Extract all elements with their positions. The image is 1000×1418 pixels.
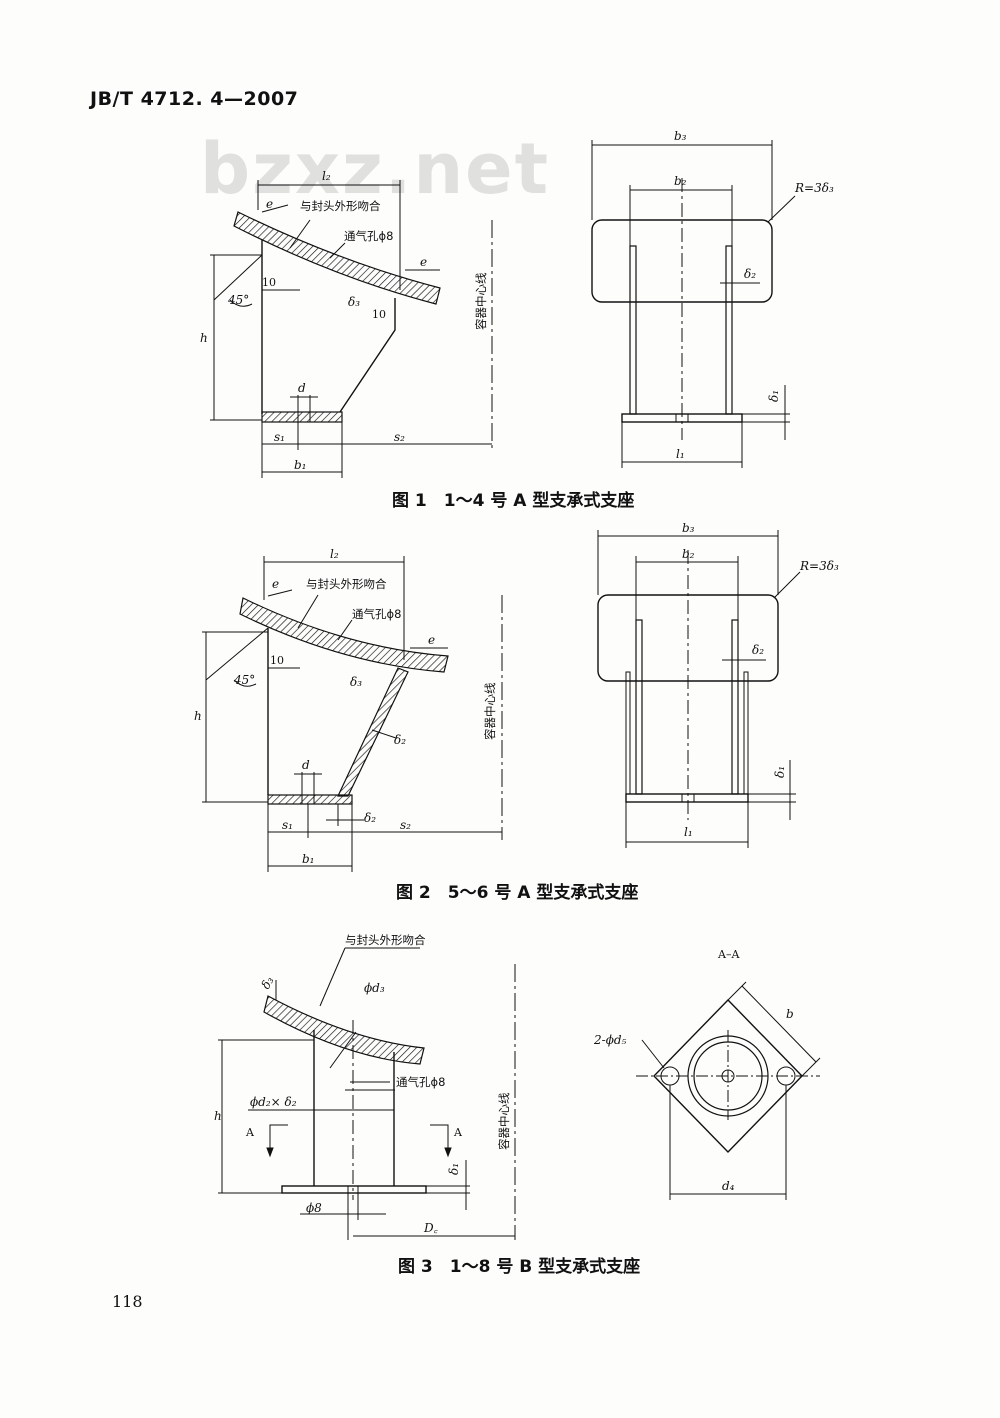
figure1-labels-delta1-label: δ₁ — [767, 390, 781, 402]
figure1-caption: 图 1 1～4 号 A 型支承式支座 — [392, 491, 635, 511]
figure2-labels-delta2b-label: δ₂ — [364, 811, 376, 825]
figure1-side-view — [210, 180, 493, 478]
figure2-side-view — [202, 556, 503, 872]
figure2-labels-fit-label: 与封头外形吻合 — [306, 577, 387, 591]
figure2-front-view — [597, 530, 801, 848]
figure3-labels-dc-label: D꜀ — [423, 1221, 439, 1235]
figure2-labels-s2-label: s₂ — [400, 818, 411, 832]
figure3-section-labels: A–A 2-ϕd₅ b d₄ — [593, 948, 794, 1193]
figure2-labels-delta1-label: δ₁ — [773, 766, 787, 778]
figure2-labels-d-label: d — [302, 758, 310, 772]
figure1-labels-h-label: h — [200, 331, 208, 345]
figure1-labels-fit-label: 与封头外形吻合 — [300, 199, 381, 213]
figure3-labels-h-label: h — [214, 1109, 222, 1123]
figure1-labels-delta3-label: δ₃ — [348, 295, 360, 309]
figure3-labels-holes-label: 2-ϕd₅ — [593, 1033, 627, 1047]
figure1-labels-e2-label: e — [420, 255, 427, 269]
figure3-labels-b-label: b — [786, 1007, 794, 1021]
figure1-labels-delta2-label: δ₂ — [744, 267, 756, 281]
figure1-labels-radius-label: R=3δ₃ — [794, 181, 834, 195]
figure2-labels-b1-label: b₁ — [302, 852, 315, 866]
figure1-labels-l1-label: l₁ — [676, 447, 685, 461]
figure3-labels-center-label: 容器中心线 — [497, 1092, 511, 1150]
figure2-labels-delta2r-label: δ₂ — [752, 643, 764, 657]
figure1-labels-center-label: 容器中心线 — [474, 272, 488, 330]
figure1-labels-angle-label: 45° — [227, 293, 249, 307]
figure2-labels-vent-label: 通气孔ϕ8 — [352, 607, 401, 621]
figure2-caption: 图 2 5～6 号 A 型支承式支座 — [396, 883, 639, 903]
figure3-labels-phi8-label: ϕ8 — [306, 1201, 322, 1215]
figure1-labels-e1-label: e — [266, 197, 273, 211]
figure1-labels-d-label: d — [298, 381, 306, 395]
figure1-labels-l2-label: l₂ — [322, 169, 331, 183]
figure3-caption: 图 3 1～8 号 B 型支承式支座 — [398, 1257, 641, 1277]
standard-code: JB/T 4712. 4—2007 — [90, 88, 299, 110]
figure1-labels-b2-label: b₂ — [674, 174, 687, 188]
figure3-labels-pipe-label: ϕd₂× δ₂ — [250, 1095, 297, 1109]
figure3-section-view — [636, 981, 821, 1200]
figure1-labels-s2-label: s₂ — [394, 430, 405, 444]
figure2-labels-ten1-label: 10 — [270, 654, 284, 667]
figure1-labels-s1-label: s₁ — [274, 430, 285, 444]
figure3-labels-delta3-label: δ₃ — [258, 974, 276, 992]
figure2-labels-h-label: h — [194, 709, 202, 723]
figure1-labels-b1-label: b₁ — [294, 458, 307, 472]
figure2-labels-delta2-label: δ₂ — [394, 733, 406, 747]
figure3-labels-d3-label: ϕd₃ — [364, 981, 385, 995]
figure2-labels-radius-label: R=3δ₃ — [799, 559, 839, 573]
figure1-labels-vent-label: 通气孔ϕ8 — [344, 229, 393, 243]
figure1-front-labels: b₃ b₂ R=3δ₃ δ₂ δ₁ l₁ — [674, 129, 834, 461]
figure2-labels-b2-label: b₂ — [682, 547, 695, 561]
figure2-labels-l1-label: l₁ — [684, 825, 693, 839]
figure3-labels-d4-label: d₄ — [722, 1179, 735, 1193]
figure2-labels-s1-label: s₁ — [282, 818, 293, 832]
page-number: 118 — [112, 1292, 143, 1311]
figure3-labels-vent-label: 通气孔ϕ8 — [396, 1075, 445, 1089]
figure2-labels-e1-label: e — [272, 577, 279, 591]
figure1-labels-ten1-label: 10 — [262, 276, 276, 289]
figure2-labels-angle-label: 45° — [233, 673, 255, 687]
figure1-labels-b3-label: b₃ — [674, 129, 687, 143]
figure2-labels-l2-label: l₂ — [330, 547, 339, 561]
figure2-labels-center-label: 容器中心线 — [483, 682, 497, 740]
figure2-side-labels: l₂ e 与封头外形吻合 通气孔ϕ8 e 10 45° δ₃ δ₂ h d δ₂… — [194, 547, 497, 866]
figure3-labels-a_left-label: A — [245, 1126, 255, 1139]
figure3-labels-delta1-label: δ₁ — [447, 1163, 461, 1175]
figure3-labels-section-label: A–A — [717, 948, 740, 961]
figure2-labels-b3-label: b₃ — [682, 521, 695, 535]
figure3-labels-a_right-label: A — [453, 1126, 463, 1139]
figure1-front-view — [591, 140, 796, 468]
figure1-side-labels: l₂ e 与封头外形吻合 通气孔ϕ8 e 10 45° δ₃ 10 h d s₁… — [200, 169, 488, 472]
figure3-labels-fit-label: 与封头外形吻合 — [345, 933, 426, 947]
figure2-labels-e2-label: e — [428, 633, 435, 647]
figure3-side-view — [218, 947, 516, 1240]
figure2-labels-delta3-label: δ₃ — [350, 675, 362, 689]
figure2-front-labels: b₃ b₂ R=3δ₃ δ₂ δ₁ l₁ — [682, 521, 839, 839]
figure1-labels-ten2-label: 10 — [372, 308, 386, 321]
